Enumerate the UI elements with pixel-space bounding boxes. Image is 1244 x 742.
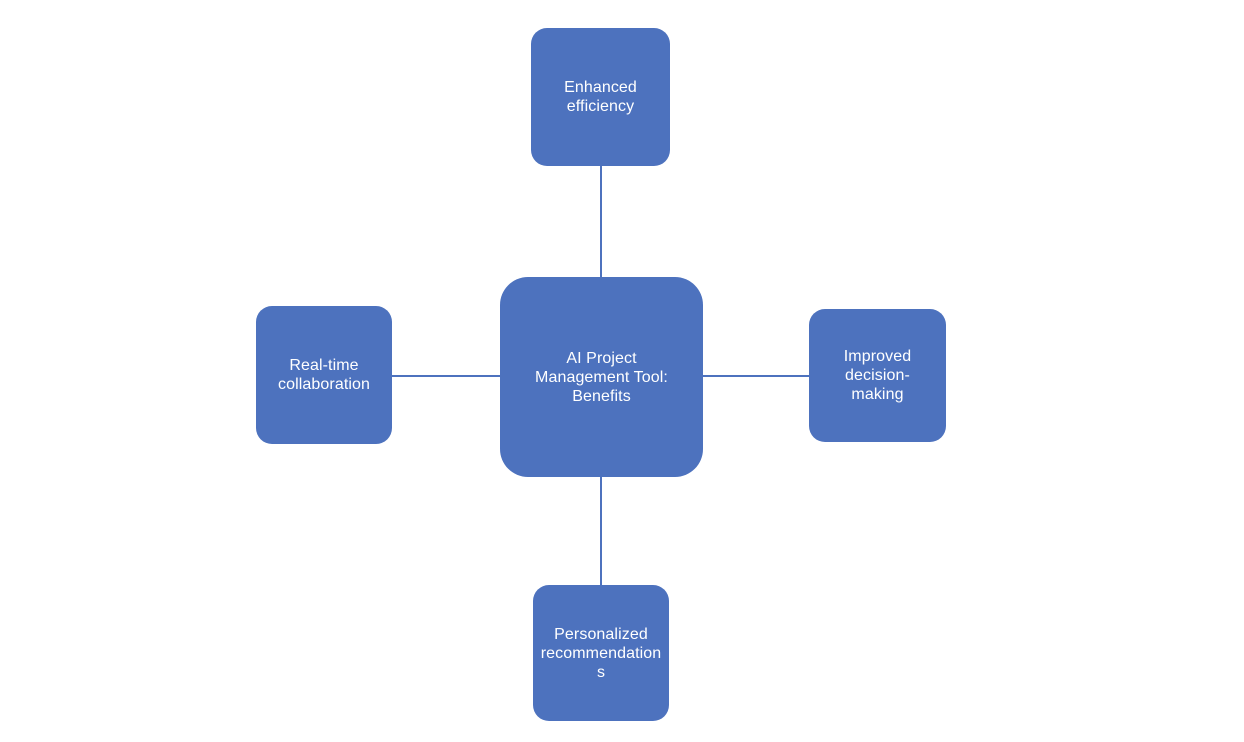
connector-center-to-left	[392, 375, 501, 377]
connector-center-to-right	[702, 375, 810, 377]
node-personalized-recommendations[interactable]: Personalized recommendations	[533, 585, 669, 721]
connector-center-to-bottom	[600, 477, 602, 586]
node-label: AI Project Management Tool: Benefits	[535, 349, 668, 405]
node-ai-project-management-tool-benefits[interactable]: AI Project Management Tool: Benefits	[500, 277, 703, 477]
node-label: Enhanced efficiency	[564, 79, 637, 115]
node-real-time-collaboration[interactable]: Real-time collaboration	[256, 306, 392, 444]
node-label: Personalized recommendations	[540, 625, 662, 681]
node-label: Improved decision- making	[843, 348, 912, 403]
node-label: Real-time collaboration	[277, 357, 371, 393]
connector-center-to-top	[600, 166, 602, 278]
node-enhanced-efficiency[interactable]: Enhanced efficiency	[531, 28, 670, 166]
node-improved-decision-making[interactable]: Improved decision- making	[809, 309, 946, 442]
